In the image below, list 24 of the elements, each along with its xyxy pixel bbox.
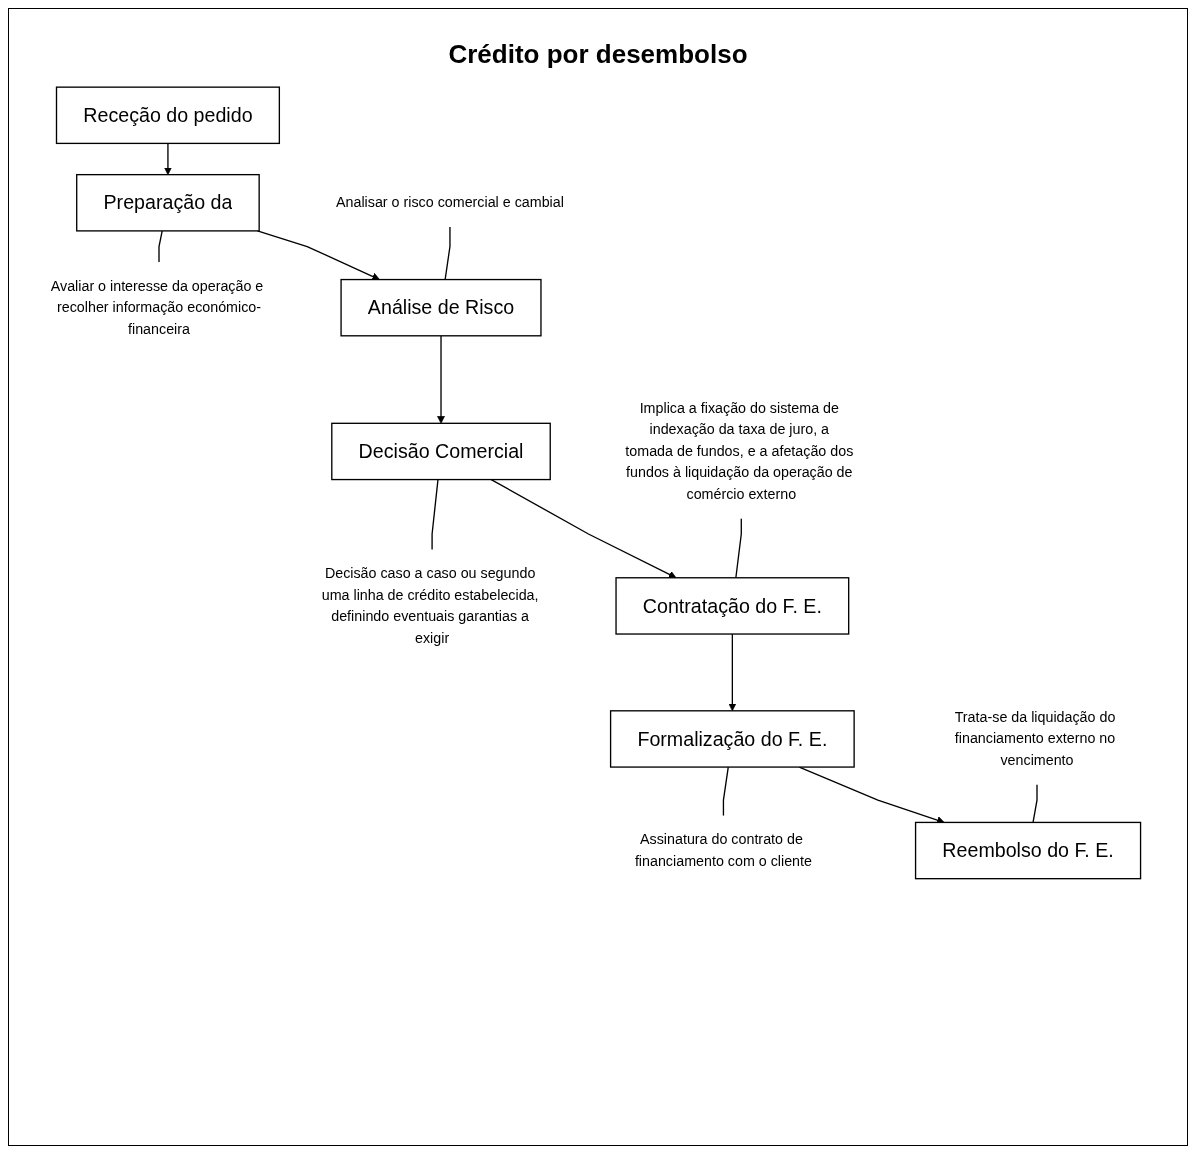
node-text: Analisar o risco comercial e cambial xyxy=(336,194,564,210)
node-box: Preparação da xyxy=(76,173,260,232)
node-text: Trata-se da liquidação do financiamento externo no vencimento xyxy=(954,709,1116,768)
node-box: Decisão Comercial xyxy=(331,422,551,481)
node-box: Formalização do F. E. xyxy=(609,710,855,768)
node-box: Reembolso do F. E. xyxy=(914,821,1142,880)
node-text: Decisão caso a caso ou segundo uma linha de crédito estabelecida, definindo eventuais garantias a exigir xyxy=(321,565,539,646)
connector xyxy=(431,478,439,551)
node-box: Análise de Risco xyxy=(340,278,542,337)
node-text: Assinatura do contrato de financiamento com o cliente xyxy=(634,831,812,869)
connector xyxy=(1032,783,1038,824)
node-box: Contratação do F. E. xyxy=(615,577,850,635)
arrow xyxy=(437,335,445,424)
connector xyxy=(444,226,451,281)
connector xyxy=(722,766,729,817)
arrow xyxy=(728,633,737,712)
arrow xyxy=(164,142,172,175)
diagram-title: Crédito por desembolso xyxy=(448,39,748,70)
node-box: Receção do pedido xyxy=(55,86,281,145)
node-text: Implica a fixação do sistema de indexação da taxa de juro, a tomada de fundos, e a afetação dos fundos à liquidação da operação de comércio externo xyxy=(625,400,854,502)
arrow xyxy=(490,478,677,579)
connector xyxy=(158,230,163,263)
node-text: Avaliar o interesse da operação e recolher informação económico-financeira xyxy=(50,278,264,337)
connector xyxy=(735,517,742,579)
